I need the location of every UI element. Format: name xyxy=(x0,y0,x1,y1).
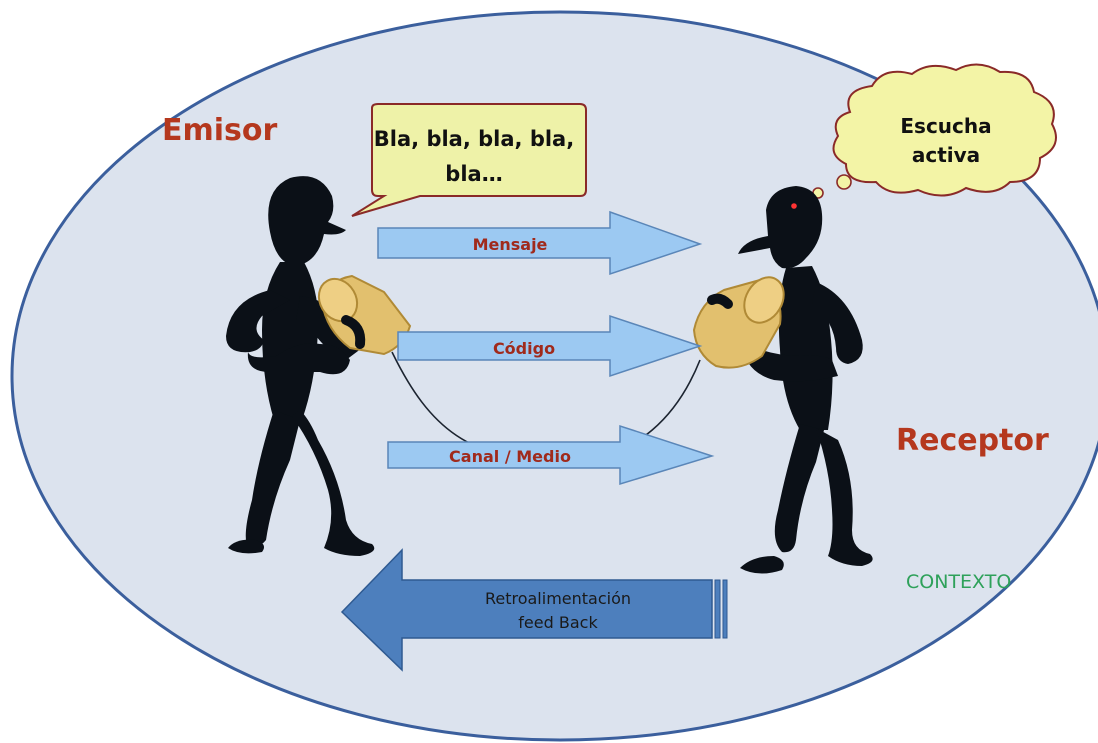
receptor-label: Receptor xyxy=(896,423,1049,458)
speech-bubble: Bla, bla, bla, bla, bla… xyxy=(351,103,587,217)
mensaje-label: Mensaje xyxy=(473,235,548,254)
canal-arrow: Canal / Medio xyxy=(387,424,715,486)
codigo-label: Código xyxy=(493,339,555,358)
feedback-arrow: Retroalimentación feed Back xyxy=(340,548,728,672)
feedback-label-line2: feed Back xyxy=(518,613,598,632)
feedback-label-line1: Retroalimentación xyxy=(485,589,631,608)
contexto-label: CONTEXTO xyxy=(906,571,1011,593)
canal-label: Canal / Medio xyxy=(449,447,571,466)
eye-dot-icon xyxy=(791,203,797,209)
thought-text-line1: Escucha xyxy=(900,114,991,138)
receiver-can-icon xyxy=(692,276,785,369)
speech-text-line1: Bla, bla, bla, bla, xyxy=(374,127,574,151)
thought-text-line2: activa xyxy=(912,143,980,167)
mensaje-arrow: Mensaje xyxy=(377,210,703,276)
emitter-figure-icon xyxy=(226,176,375,556)
emisor-label: Emisor xyxy=(162,113,278,148)
emitter-can-icon xyxy=(317,274,412,356)
codigo-arrow: Código xyxy=(397,314,703,378)
speech-text-line2: bla… xyxy=(445,162,502,186)
